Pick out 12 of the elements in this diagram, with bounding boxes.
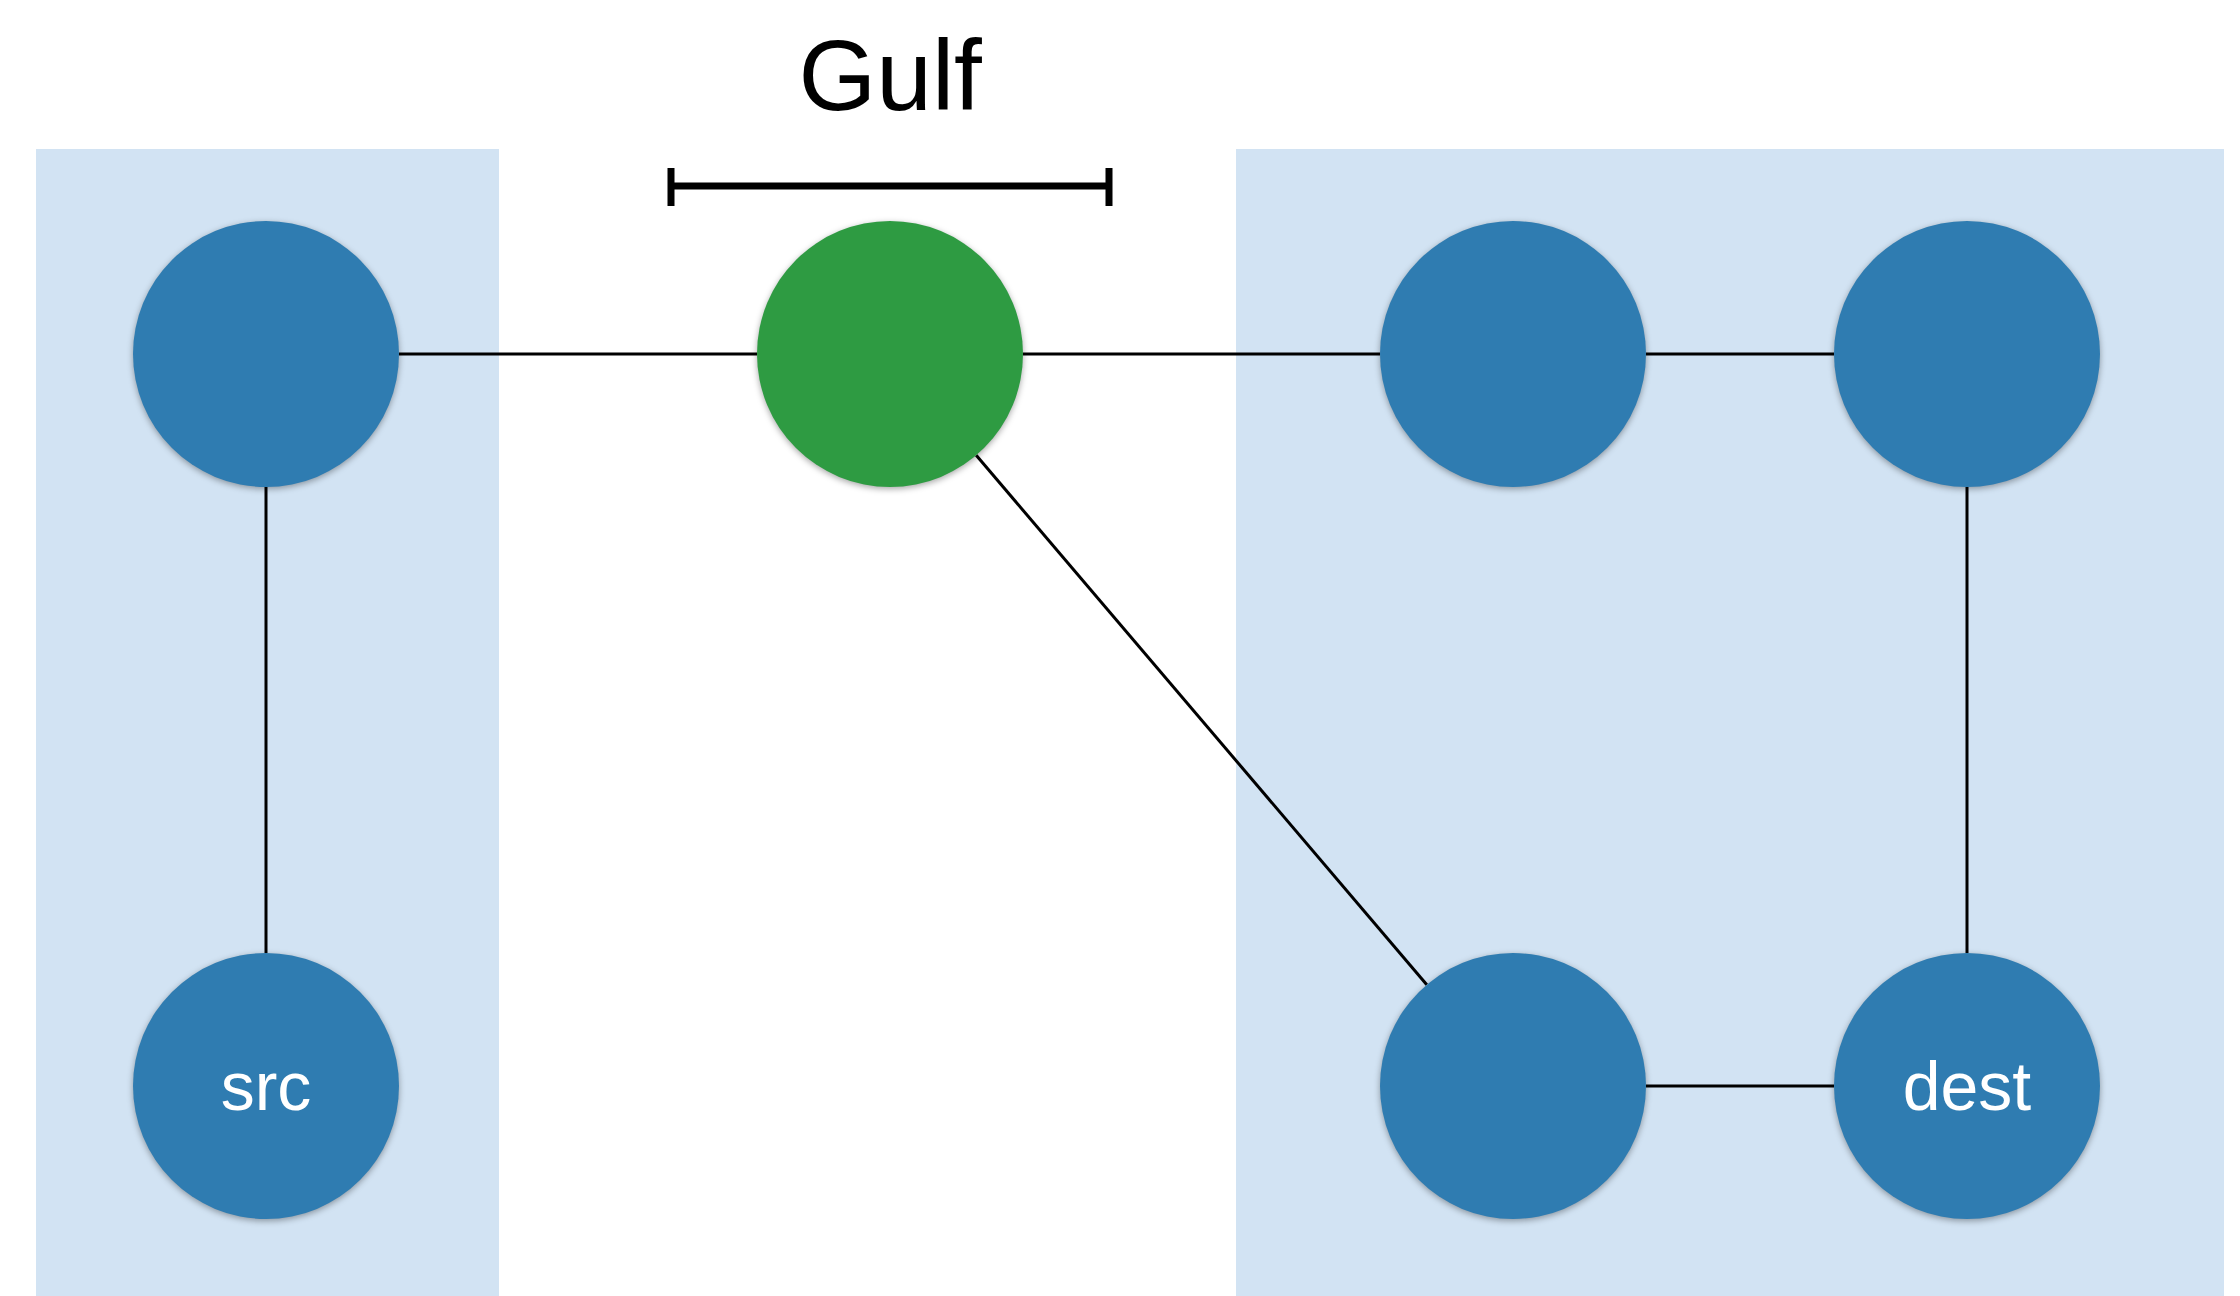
connector-line bbox=[1646, 352, 1834, 356]
node-label: dest bbox=[1902, 1047, 2032, 1125]
connector-line bbox=[975, 454, 1428, 986]
dimension-label: Gulf bbox=[798, 18, 982, 133]
connector-line bbox=[264, 487, 268, 953]
group-band bbox=[1236, 149, 2224, 1296]
node-label: src bbox=[220, 1047, 312, 1125]
connector-line bbox=[1023, 352, 1380, 356]
connector-line bbox=[399, 352, 757, 356]
group-band bbox=[36, 149, 499, 1296]
connector-line bbox=[1646, 1084, 1834, 1088]
connector-line bbox=[1965, 487, 1969, 953]
